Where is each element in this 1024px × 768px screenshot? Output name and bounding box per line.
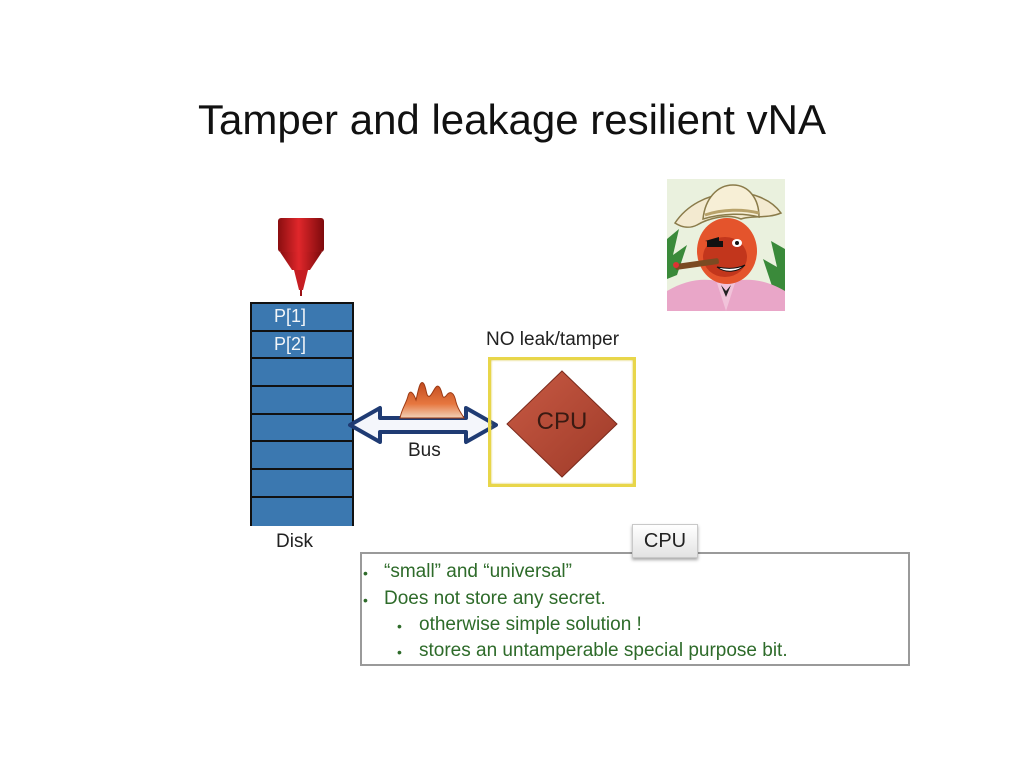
bus-arrow	[348, 406, 498, 444]
bullet-item: otherwise simple solution !	[419, 614, 642, 635]
disk-row	[252, 470, 352, 498]
cowboy-villain-icon	[667, 179, 785, 311]
disk-row	[252, 414, 352, 443]
disk-row: P[1]	[252, 304, 352, 332]
cpu-note: NO leak/tamper	[486, 329, 620, 350]
cpu-frame	[488, 357, 636, 487]
disk: P[1] P[2]	[250, 302, 354, 526]
disk-row	[252, 359, 352, 388]
disk-row	[252, 442, 352, 471]
bus-label: Bus	[408, 440, 441, 461]
bullet-dot: •	[397, 644, 402, 660]
bullet-item: stores an untamperable special purpose b…	[419, 640, 788, 661]
disk-row	[252, 387, 352, 415]
cpu-label: CPU	[536, 408, 588, 435]
bullet-item: Does not store any secret.	[384, 588, 606, 609]
disk-label: Disk	[276, 531, 313, 552]
slide-title: Tamper and leakage resilient vNA	[198, 96, 826, 143]
bullet-item: “small” and “universal”	[384, 561, 572, 582]
bullet-dot: •	[363, 565, 368, 581]
bullet-dot: •	[397, 618, 402, 634]
bullet-dot: •	[363, 592, 368, 608]
cpu-diamond	[506, 370, 618, 478]
disk-row: P[2]	[252, 331, 352, 360]
red-probe-icon	[278, 218, 324, 296]
cpu-tag: CPU	[632, 524, 698, 558]
leakage-blob-icon	[399, 382, 465, 419]
disk-row	[252, 497, 352, 526]
